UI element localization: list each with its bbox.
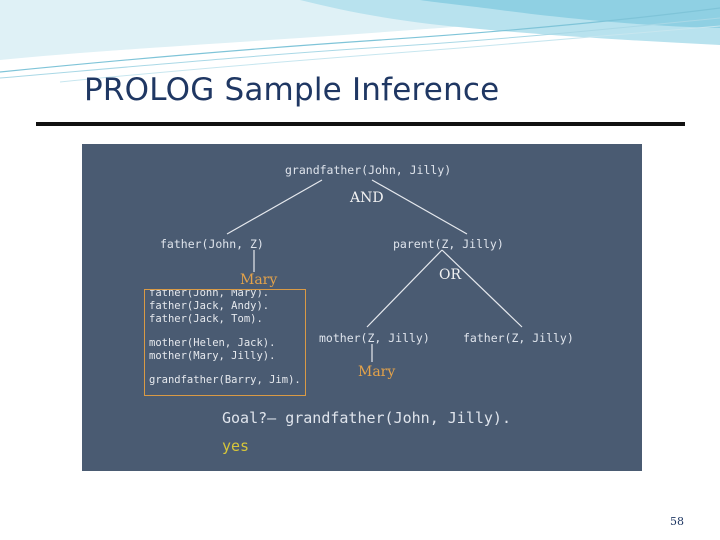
edge-right-goal-to-or-left xyxy=(367,250,442,327)
fact-database: father(John, Mary). father(Jack, Andy). … xyxy=(144,289,306,396)
title-underline xyxy=(36,122,685,126)
and-label: AND xyxy=(350,190,384,206)
fact-line: father(Jack, Tom). xyxy=(149,313,263,325)
fact-line: father(John, Mary). xyxy=(149,289,269,299)
left-binding-label: Mary xyxy=(240,272,277,288)
page-number: 58 xyxy=(670,515,684,528)
or-label: OR xyxy=(439,267,461,283)
edge-root-to-right-goal xyxy=(372,180,467,234)
edge-right-goal-to-or-right xyxy=(442,250,522,327)
or-left-subgoal: mother(Z, Jilly) xyxy=(319,331,430,345)
fact-line: father(Jack, Andy). xyxy=(149,300,269,312)
fact-line: mother(Mary, Jilly). xyxy=(149,350,275,362)
edge-root-to-left-goal xyxy=(227,180,322,234)
inference-diagram-panel: grandfather(John, Jilly) AND father(John… xyxy=(82,144,642,471)
root-goal: grandfather(John, Jilly) xyxy=(285,163,451,177)
query-goal: Goal?— grandfather(John, Jilly). xyxy=(222,409,511,427)
or-right-subgoal: father(Z, Jilly) xyxy=(463,331,574,345)
fact-line: grandfather(Barry, Jim). xyxy=(149,374,301,386)
slide-title: PROLOG Sample Inference xyxy=(84,72,499,108)
right-subgoal: parent(Z, Jilly) xyxy=(393,237,504,251)
query-answer: yes xyxy=(222,437,249,455)
left-subgoal: father(John, Z) xyxy=(160,237,264,251)
fact-line: mother(Helen, Jack). xyxy=(149,337,275,349)
or-left-binding-label: Mary xyxy=(358,364,395,380)
